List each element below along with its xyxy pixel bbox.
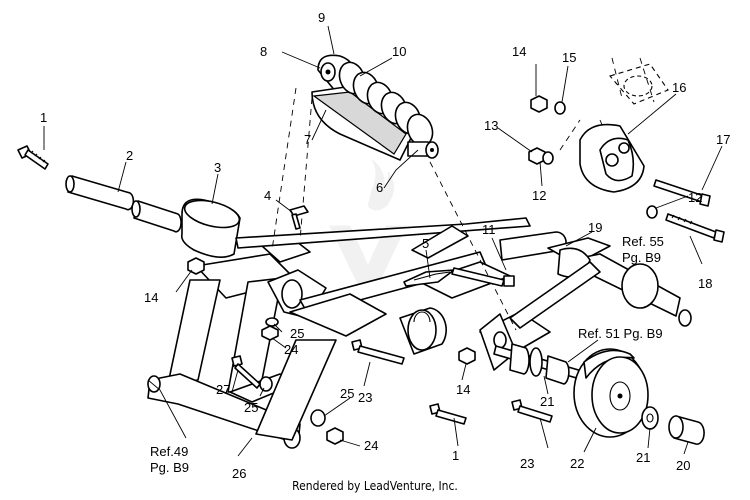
- bolt-part-1-lower: [429, 403, 467, 425]
- callout-27: 27: [216, 382, 230, 397]
- callout-1: 1: [40, 110, 47, 125]
- callout-10: 10: [392, 44, 406, 59]
- callout-25-right: 25: [340, 386, 354, 401]
- sleeve-part-3: [180, 198, 241, 258]
- callout-9: 9: [318, 10, 325, 25]
- leadventure-watermark: [329, 159, 407, 289]
- shaft-part-2: [65, 175, 182, 233]
- callout-25-left: 25: [244, 400, 258, 415]
- callout-16: 16: [672, 80, 686, 95]
- nut-washer-group-top: [528, 95, 658, 219]
- ref-49-line2: Pg. B9: [150, 460, 189, 475]
- callout-11: 11: [482, 222, 496, 237]
- bracket-part-16: [579, 63, 669, 193]
- callout-18: 18: [698, 276, 712, 291]
- callout-3: 3: [214, 160, 221, 175]
- callout-24-upper: 24: [284, 342, 298, 357]
- callout-25-upper: 25: [290, 326, 304, 341]
- bolt-part-27: [231, 355, 261, 389]
- render-credit: Rendered by LeadVenture, Inc.: [292, 479, 458, 493]
- callout-23-upper: 23: [358, 390, 372, 405]
- nut-part-14-center: [458, 347, 476, 365]
- callout-1-lower: 1: [452, 448, 459, 463]
- callout-2: 2: [126, 148, 133, 163]
- callout-8: 8: [260, 44, 267, 59]
- callout-4: 4: [264, 188, 271, 203]
- bolt-part-17: [653, 179, 711, 207]
- spacer-part-20: [668, 415, 705, 445]
- callout-7: 7: [304, 132, 311, 147]
- callout-21-left: 21: [540, 394, 554, 409]
- callout-5: 5: [422, 236, 429, 251]
- bolt-part-11: [451, 267, 515, 287]
- bolt-part-4: [289, 205, 309, 230]
- leader-lines: [43, 25, 723, 457]
- ref-49-line1: Ref.49: [150, 444, 188, 459]
- bolt-part-23-upper: [351, 339, 405, 365]
- callout-12-left: 12: [532, 188, 546, 203]
- wheel-part-22: [573, 348, 649, 438]
- callout-14-center: 14: [456, 382, 470, 397]
- ref-51: Ref. 51 Pg. B9: [578, 326, 663, 341]
- callout-26: 26: [232, 466, 246, 481]
- callout-labels: 1 2 3 4 5 6 7 8 9 10 11 12 12 13 14 14 1…: [40, 10, 730, 481]
- reference-notes: Ref. 55 Pg. B9 Ref. 51 Pg. B9 Ref.49 Pg.…: [150, 234, 664, 475]
- callout-22: 22: [570, 456, 584, 471]
- bolt-part-1-left: [17, 145, 49, 170]
- spring-clip-part-5: [403, 269, 455, 287]
- callout-20: 20: [676, 458, 690, 473]
- callout-19: 19: [588, 220, 602, 235]
- callout-12-right: 12: [688, 190, 702, 205]
- callout-21-right: 21: [636, 450, 650, 465]
- ref-55-line2: Pg. B9: [622, 250, 661, 265]
- shock-absorber-assembly: [311, 54, 439, 161]
- callout-14-left: 14: [144, 290, 158, 305]
- spring-coil-part-10: [338, 61, 434, 147]
- washer-part-21-right: [641, 406, 659, 430]
- fasteners-25-24: [259, 317, 344, 445]
- callout-23-lower: 23: [520, 456, 534, 471]
- rear-pivot-part-19: [479, 231, 692, 355]
- bolt-part-23-lower: [511, 399, 553, 423]
- callout-6: 6: [376, 180, 383, 195]
- bolt-part-18: [665, 213, 725, 243]
- callout-17: 17: [716, 132, 730, 147]
- callout-14-top: 14: [512, 44, 526, 59]
- rear-arm-assembly: [255, 225, 511, 441]
- callout-13: 13: [484, 118, 498, 133]
- ref-55-line1: Ref. 55: [622, 234, 664, 249]
- callout-24-lower: 24: [364, 438, 378, 453]
- callout-15: 15: [562, 50, 576, 65]
- spacers-part-21: [509, 343, 570, 385]
